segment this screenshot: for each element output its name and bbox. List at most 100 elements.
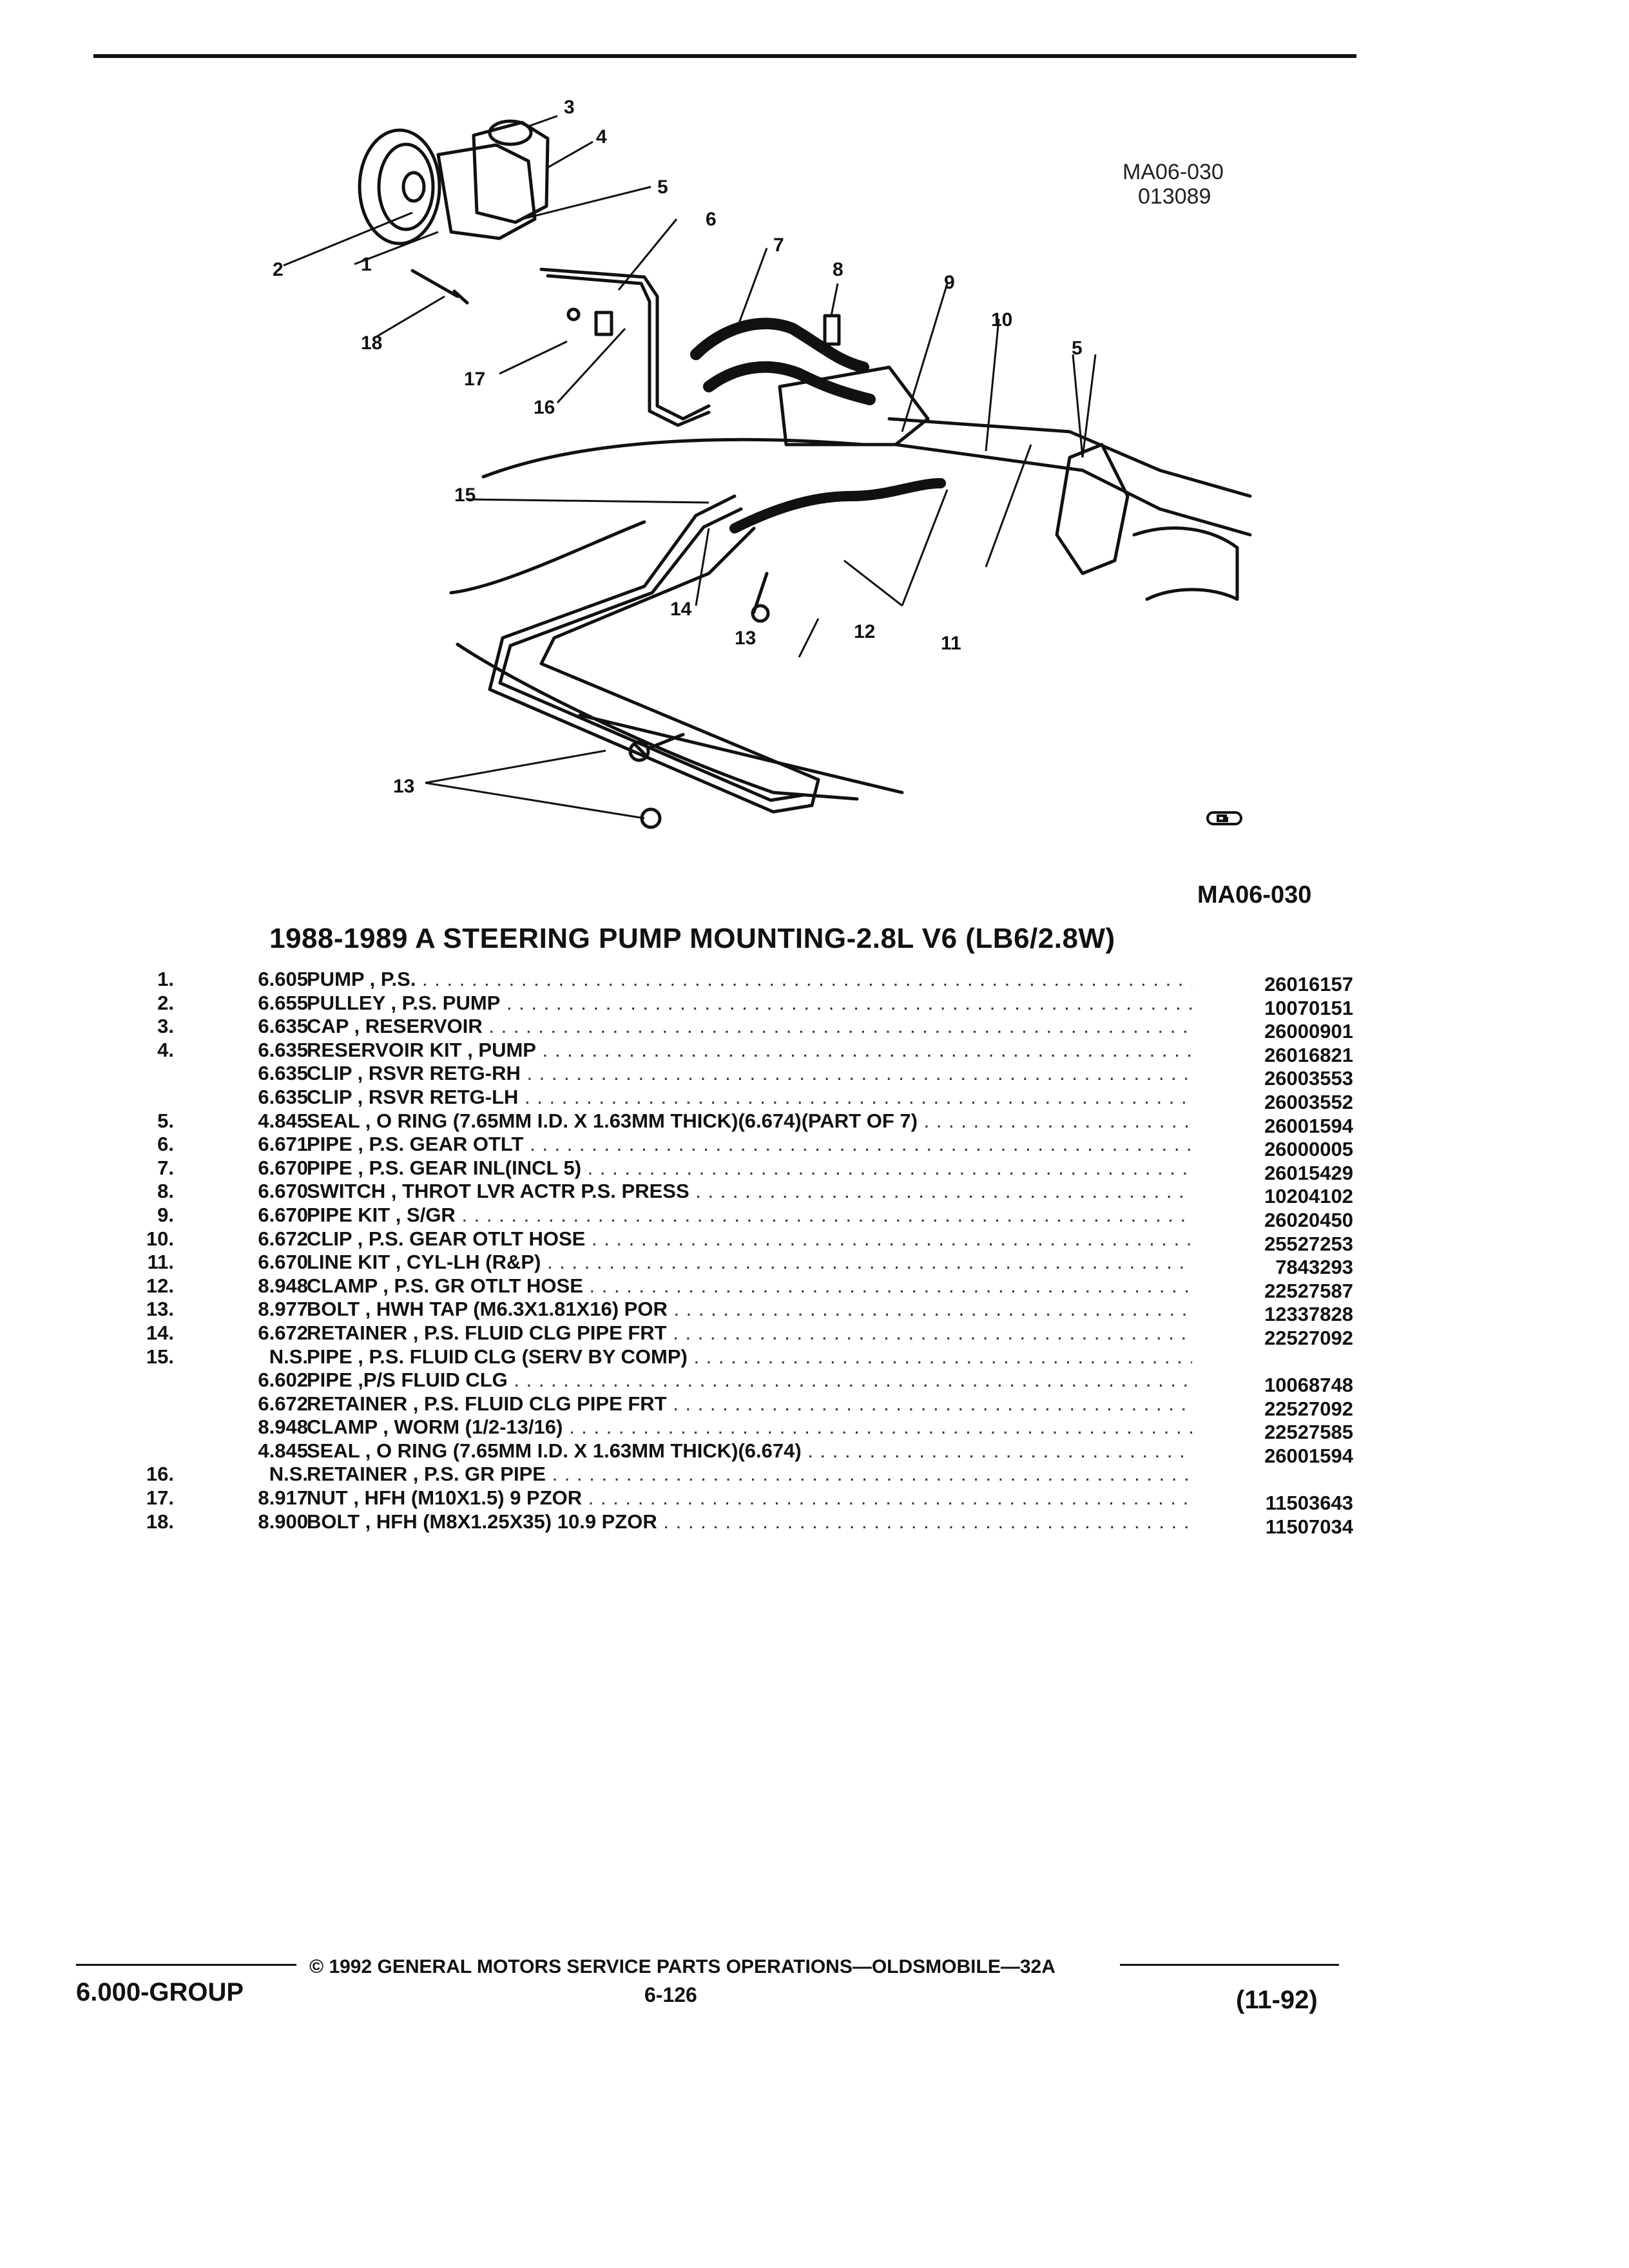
footer-rule-left [76,1964,296,1966]
part-number: 26016821 [1264,1043,1353,1066]
outlet-hose-shape [729,478,946,533]
group-number: 6.670 [258,1251,308,1274]
part-number-index: 8. [157,1180,174,1203]
svg-text:7: 7 [773,235,784,256]
group-number: N.S. [269,1345,308,1368]
part-number-index: 15. [146,1345,174,1368]
pulley-shape [358,128,441,245]
part-number-index: 17. [146,1486,174,1510]
part-number: 26020450 [1264,1208,1353,1231]
part-description: CLAMP , WORM (1/2-13/16) [307,1416,1192,1439]
part-number: 12337828 [1264,1303,1353,1326]
steering-pump-diagram: 3 4 5 6 7 8 9 10 5 2 1 18 17 16 15 14 13… [273,97,1252,829]
group-number: 6.670 [258,1180,308,1203]
parts-row: 15. N.S.PIPE , P.S. FLUID CLG (SERV BY CO… [116,1345,1353,1369]
part-number-index: 6. [157,1133,174,1156]
group-number: 8.917 [258,1486,308,1510]
steering-gear-shape [778,365,930,447]
figure-date-code: 013089 [1138,184,1211,209]
part-number: 10068748 [1264,1374,1353,1397]
part-description: BOLT , HFH (M8X1.25X35) 10.9 PZOR [307,1510,1192,1533]
part-number-index: 18. [146,1510,174,1533]
part-number-index: 5. [157,1109,174,1132]
group-number: 6.670 [258,1156,308,1179]
footer-rule-right [1120,1964,1339,1966]
part-number: 11503643 [1265,1492,1353,1515]
part-description: LINE KIT , CYL-LH (R&P) [307,1251,1192,1274]
svg-text:9: 9 [944,272,955,293]
part-description: PIPE , P.S. GEAR OTLT [307,1133,1192,1156]
part-description: SEAL , O RING (7.65MM I.D. X 1.63MM THIC… [307,1110,1192,1133]
parts-row: 16.N.S.RETAINER , P.S. GR PIPE [116,1463,1353,1486]
part-number: 26003553 [1264,1067,1353,1090]
outlet-pipe-shape [539,267,711,421]
svg-text:2: 2 [273,259,284,280]
part-description: CAP , RESERVOIR [307,1015,1192,1038]
page-title: 1988-1989 A STEERING PUMP MOUNTING-2.8L … [269,923,1115,954]
part-description: CLIP , RSVR RETG-LH [307,1086,1192,1109]
svg-text:3: 3 [564,97,575,118]
part-description: PUMP , P.S. [307,968,1192,991]
part-number-index: 12. [146,1274,174,1297]
part-number: 26000901 [1264,1020,1353,1043]
group-number: N.S. [269,1463,308,1486]
cooling-pipe-shape [488,494,820,814]
part-description: SWITCH , THROT LVR ACTR P.S. PRESS [307,1180,1192,1203]
part-description: CLIP , P.S. GEAR OTLT HOSE [307,1227,1192,1251]
part-description: PIPE ,P/S FLUID CLG [307,1369,1192,1392]
part-number-index: 16. [146,1463,174,1486]
group-number: 6.672 [258,1227,308,1250]
svg-text:11: 11 [941,633,961,654]
svg-text:15: 15 [454,485,476,506]
part-description: PULLEY , P.S. PUMP [307,992,1192,1015]
svg-text:1: 1 [361,254,372,275]
part-description: CLAMP , P.S. GR OTLT HOSE [307,1274,1192,1298]
svg-text:6: 6 [706,209,717,230]
header-rule [93,54,1356,58]
group-number: 6.605 [258,968,308,990]
group-number: 8.977 [258,1298,308,1321]
pressure-switch-shape [823,314,841,346]
svg-text:10: 10 [991,309,1012,331]
part-number: 22527092 [1264,1326,1353,1349]
reservoir-shape [472,120,550,224]
part-description: PIPE , P.S. FLUID CLG (SERV BY COMP) [307,1345,1192,1369]
group-number: 8.900 [258,1510,308,1533]
group-number: 6.672 [258,1392,308,1415]
svg-text:4: 4 [596,126,607,148]
part-number: 22527092 [1264,1397,1353,1420]
inlet-hose-shape [690,318,869,373]
part-description: RESERVOIR KIT , PUMP [307,1039,1192,1062]
part-number: 11507034 [1265,1515,1353,1538]
callout-numbers: 3 4 5 6 7 8 9 10 5 2 1 18 17 16 15 14 13… [273,97,1083,797]
part-number-index: 3. [157,1015,174,1038]
group-number: 6.602 [258,1369,308,1392]
svg-text:8: 8 [833,259,843,280]
reservoir-cap-shape [488,119,533,146]
figure-reference: MA06-030 [1197,881,1312,908]
group-number: 6.635 [258,1085,308,1108]
group-number: 6.635 [258,1062,308,1085]
part-number-index: 10. [146,1227,174,1250]
group-number: 6.672 [258,1321,308,1344]
gear-cylinder-shape [1055,443,1130,575]
part-number: 22527585 [1264,1421,1353,1444]
svg-text:16: 16 [534,397,555,418]
group-number: 6.670 [258,1203,308,1226]
